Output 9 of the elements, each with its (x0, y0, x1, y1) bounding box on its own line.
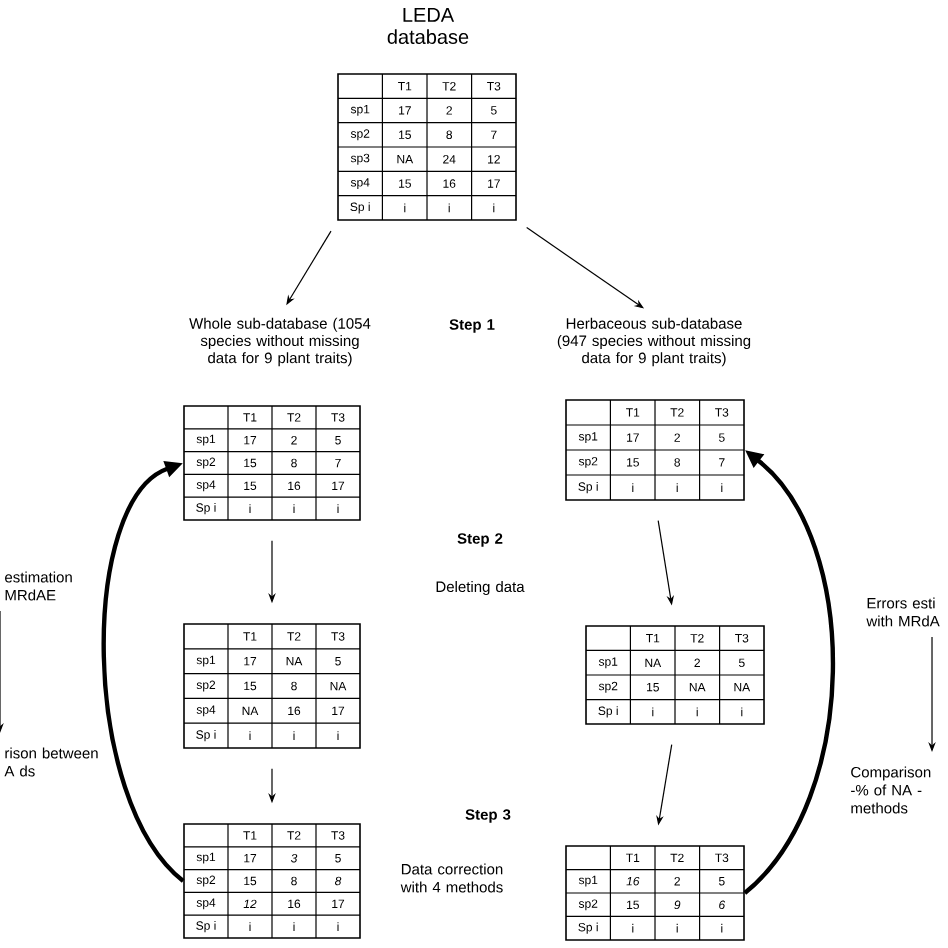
data-table (183, 405, 361, 521)
data-table (565, 399, 745, 501)
data-table (183, 623, 361, 749)
data-table (183, 823, 361, 939)
data-table (565, 845, 745, 941)
curved-arrow (101, 460, 185, 883)
table-heading: LEDA database (387, 8, 469, 44)
data-table (585, 625, 765, 725)
data-table (337, 73, 517, 221)
